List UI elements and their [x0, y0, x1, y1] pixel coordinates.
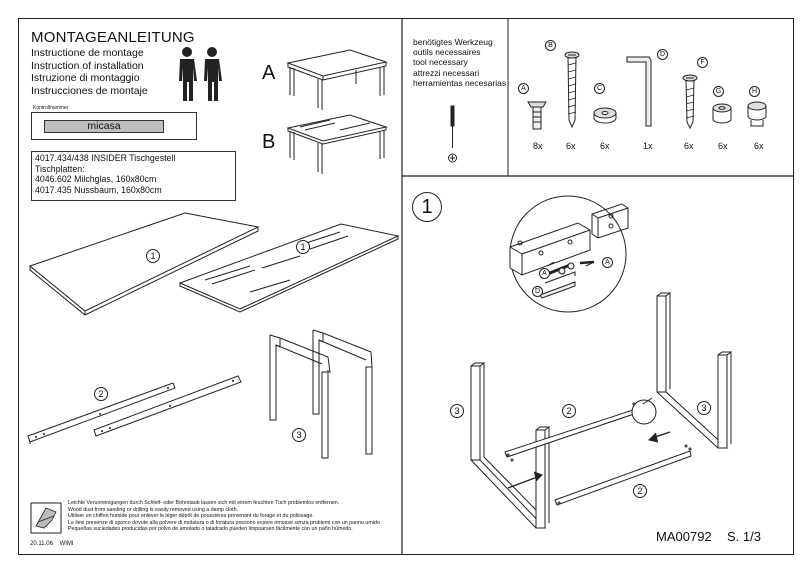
- callout-rail-front-2: 2: [633, 484, 647, 498]
- tools-line: herramientas necesarias: [413, 77, 507, 88]
- part-g-callout: G: [713, 86, 724, 97]
- part-a-callout: A: [518, 83, 529, 94]
- part-f-count: 6x: [684, 141, 694, 151]
- product-info-box: 4017.434/438 INSIDER Tischgestell Tischp…: [31, 151, 236, 201]
- part-h-callout: H: [749, 86, 760, 97]
- part-g-spacer-icon: [712, 103, 732, 124]
- callout-rails-2: 2: [94, 387, 108, 401]
- translation-line: Instrucciones de montaje: [31, 84, 148, 97]
- tools-line: attrezzi necessari: [413, 67, 480, 78]
- translation-line: Instructione de montage: [31, 47, 144, 59]
- part-b-callout: B: [545, 40, 556, 51]
- page-frame: [18, 18, 794, 555]
- control-number-box: [31, 112, 197, 140]
- note-line: Pequeñas suciedades producidas por polvo…: [68, 526, 353, 533]
- variant-a-label: A: [262, 62, 276, 84]
- callout-tabletop-1: 1: [146, 249, 160, 263]
- tools-line: outils necessaires: [413, 47, 481, 58]
- step-number: 1: [412, 192, 442, 222]
- tools-needed-text: benötigtes Werkzeug outils necessaires t…: [413, 37, 506, 88]
- note-line: Utiliser un chiffon humide pour enlever …: [68, 513, 314, 520]
- detail-callout-d: D: [532, 286, 543, 297]
- part-c-count: 6x: [600, 141, 610, 151]
- callout-legs-3: 3: [292, 428, 306, 442]
- tabletop-walnut: [28, 212, 260, 316]
- part-d-allen-key-icon: [626, 56, 652, 127]
- detail-callout-a-left: A: [539, 268, 550, 279]
- product-line: Tischplatten:: [35, 163, 85, 174]
- product-line: 4017.434/438 INSIDER Tischgestell: [35, 153, 176, 163]
- footer-date: 20.11.06: [30, 541, 53, 547]
- control-number-value: micasa: [44, 120, 164, 133]
- part-a-bolt-icon: [527, 101, 547, 130]
- part-f-callout: F: [697, 57, 708, 68]
- part-a-count: 8x: [533, 141, 543, 151]
- part-h-count: 6x: [754, 141, 764, 151]
- part-b-screw-icon: [564, 51, 580, 129]
- tools-line: tool necessary: [413, 57, 468, 68]
- page-number: S. 1/3: [727, 529, 761, 544]
- part-d-count: 1x: [643, 141, 653, 151]
- part-c-callout: C: [594, 83, 605, 94]
- frame-assembly-drawing: [470, 292, 733, 529]
- page-title: MONTAGEANLEITUNG: [31, 29, 195, 46]
- note-line: Wood dust from sanding or drilling is ea…: [68, 506, 239, 513]
- cleaning-note: Leichte Verunreinigungen durch Schleif- …: [68, 500, 380, 533]
- document-code: MA00792: [656, 529, 712, 544]
- callout-rail-back-2: 2: [562, 404, 576, 418]
- two-persons-icon: [179, 47, 222, 101]
- product-line: 4017.435 Nussbaum, 160x80cm: [35, 184, 162, 195]
- footer-date-author: 20.11.06 WIMI: [30, 541, 74, 547]
- variant-b-label: B: [262, 131, 276, 153]
- translation-line: Istruzione di montaggio: [31, 72, 140, 84]
- part-g-count: 6x: [718, 141, 728, 151]
- detail-callout-a-right: A: [602, 257, 613, 268]
- callout-leg-right-3: 3: [697, 401, 711, 415]
- side-rails: [27, 375, 242, 444]
- tools-line: benötigtes Werkzeug: [413, 37, 493, 47]
- product-line: 4046.602 Milchglas, 160x80cm: [35, 174, 157, 184]
- tabletop-glass: [178, 223, 400, 313]
- screwdriver-icon: [448, 105, 457, 163]
- note-line: Le lievi presenze di sporco dovute alla …: [68, 519, 380, 526]
- part-c-washer-icon: [593, 107, 617, 124]
- connection-detail-zoom: [509, 195, 629, 313]
- translation-line: Instruction of installation: [31, 59, 144, 72]
- callout-leg-left-3: 3: [450, 404, 464, 418]
- callout-tabletop-glass-1: 1: [296, 240, 310, 254]
- table-variant-a-icon: [286, 49, 388, 110]
- footer-author: WIMI: [59, 541, 74, 547]
- part-b-count: 6x: [566, 141, 576, 151]
- part-d-callout: D: [657, 49, 668, 60]
- part-f-screw-icon: [682, 74, 698, 130]
- leg-frames: [269, 329, 373, 459]
- note-line: Leichte Verunreinigungen durch Schleif- …: [68, 500, 340, 506]
- table-variant-b-icon: [286, 114, 388, 174]
- part-h-cap-icon: [747, 101, 767, 127]
- title-translations: Instructione de montage Instruction of i…: [31, 47, 148, 97]
- control-number-label: Kontrollnummer: [33, 105, 69, 111]
